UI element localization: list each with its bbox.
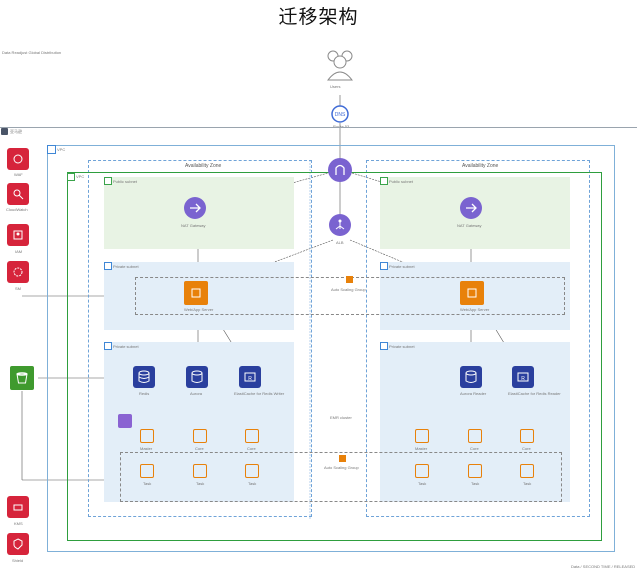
emr-node-icon (193, 464, 207, 478)
private-app-subnet-a-icon (104, 262, 112, 270)
emr-node-icon (245, 429, 259, 443)
ec2-icon (460, 281, 484, 305)
ec2-label: Web/App Server (184, 307, 214, 312)
internet-gateway-icon (328, 158, 352, 182)
nat-gateway-label: NAT Gateway (181, 223, 206, 228)
database-icon (133, 366, 155, 388)
emr-node-icon (140, 429, 154, 443)
bottom-service-label: KMS (14, 521, 23, 526)
aurora-icon (460, 366, 482, 388)
alb-icon (329, 214, 351, 236)
svg-text:DNS: DNS (335, 112, 346, 118)
kms-icon (7, 496, 29, 518)
waf-icon (7, 148, 29, 170)
emr-node-icon (245, 464, 259, 478)
nat-gateway-icon (184, 197, 206, 219)
private-app-subnet-b-icon (380, 262, 388, 270)
elasticache-reader-label: ElastiCache for Redis Reader (508, 391, 561, 396)
left-service-label: SM (15, 286, 21, 291)
emr-node-icon (520, 464, 534, 478)
availability-zone-a (88, 160, 312, 517)
iam-icon (7, 224, 29, 246)
footer-text: Data / SECOND TIME / RELEASED (571, 564, 636, 569)
emr-node-label: Core (522, 446, 531, 451)
emr-node-icon (415, 429, 429, 443)
emr-node-label: Task (248, 481, 257, 486)
asg-label: Auto Scaling Group (331, 287, 366, 292)
private-data-subnet-b-label: Private subnet (389, 344, 415, 349)
emr-node-icon (193, 429, 207, 443)
private-data-subnet-a-label: Private subnet (113, 344, 139, 349)
emr-node-label: Task (143, 481, 152, 486)
emr-node-icon (468, 464, 482, 478)
region-label: 亚马逊 (10, 129, 22, 134)
emr-icon (118, 414, 132, 428)
emr-node-icon (140, 464, 154, 478)
emr-node-icon (415, 464, 429, 478)
emr-node-label: Master (415, 446, 428, 451)
svg-text:R: R (521, 376, 525, 382)
vpc-inner-icon (67, 173, 75, 181)
svg-text:R: R (248, 376, 252, 382)
az-a-label: Availability Zone (185, 163, 222, 169)
emr-node-label: Core (470, 446, 479, 451)
public-subnet-b-label: Public subnet (389, 179, 414, 184)
nat-gateway-icon (460, 197, 482, 219)
emr-node-icon (468, 429, 482, 443)
aurora-reader-label: Aurora Reader (460, 391, 487, 396)
emr-node-label: Task (418, 481, 427, 486)
region-icon (1, 128, 8, 135)
private-data-subnet-b-icon (380, 342, 388, 350)
alb-label: ALB (336, 240, 344, 245)
aurora-label: Aurora (190, 391, 203, 396)
emr-node-label: Task (471, 481, 480, 486)
emr-node-icon (520, 429, 534, 443)
asg-label-2: Auto Scaling Group (324, 465, 359, 470)
route53-icon: DNS (331, 105, 349, 123)
data-left-label: Redis (139, 391, 150, 396)
private-data-subnet-a-icon (104, 342, 112, 350)
vpc-icon (47, 145, 56, 154)
vpc-label: VPC (57, 147, 66, 152)
elasticache-label: ElastiCache for Redis Writer (234, 391, 285, 396)
users-icon (323, 46, 357, 82)
secrets-manager-icon (7, 261, 29, 283)
route53-label: Route 53 (333, 124, 350, 129)
private-app-subnet-b-label: Private subnet (389, 264, 415, 269)
aurora-icon (186, 366, 208, 388)
vpc-inner-label: VPC (76, 174, 85, 179)
nat-gateway-label: NAT Gateway (457, 223, 482, 228)
subtitle: Data Readjust Global Distribution (2, 50, 62, 55)
asg-icon (346, 276, 353, 283)
left-service-label: WAF (14, 172, 23, 177)
shield-icon (7, 533, 29, 555)
page-title: 迁移架构 (278, 7, 359, 28)
public-subnet-a-label: Public subnet (113, 179, 138, 184)
left-service-label: CloudWatch (6, 207, 28, 212)
public-subnet-a-icon (104, 177, 112, 185)
asg-icon (339, 455, 346, 462)
elasticache-icon: R (512, 366, 534, 388)
private-app-subnet-a-label: Private subnet (113, 264, 139, 269)
region-container (0, 127, 637, 568)
users-label: Users (330, 84, 341, 89)
emr-node-label: Task (196, 481, 205, 486)
bottom-service-label: Shield (12, 558, 24, 563)
s3-bucket-icon (10, 366, 34, 390)
emr-asg-box (120, 452, 562, 502)
vpc-container (47, 145, 615, 552)
az-b-label: Availability Zone (462, 163, 499, 169)
elasticache-icon: R (239, 366, 261, 388)
left-service-label: IAM (15, 249, 23, 254)
ec2-icon (184, 281, 208, 305)
ec2-label: Web/App Server (460, 307, 490, 312)
emr-node-label: Task (523, 481, 532, 486)
emr-node-label: Core (195, 446, 204, 451)
cloudwatch-icon (7, 183, 29, 205)
emr-label: EMR cluster (330, 415, 352, 420)
emr-node-label: Master (140, 446, 153, 451)
public-subnet-b-icon (380, 177, 388, 185)
emr-node-label: Core (247, 446, 256, 451)
availability-zone-b (366, 160, 590, 517)
